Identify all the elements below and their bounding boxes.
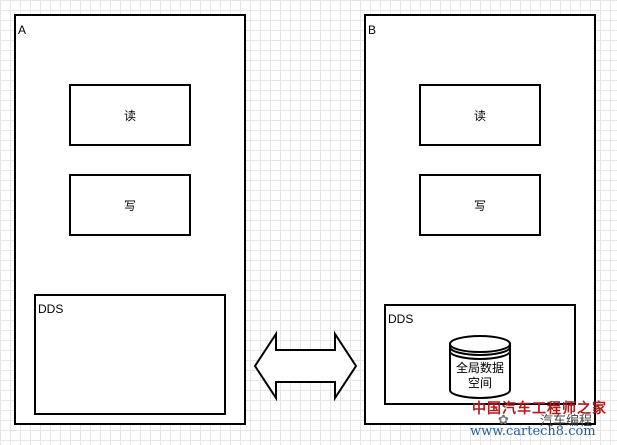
watermark-url: www.cartech8.com xyxy=(470,424,596,439)
watermark-org: 中国汽车工程师之家 xyxy=(472,401,607,417)
node-a-read-box: 读 xyxy=(69,84,191,146)
node-b-write-box: 写 xyxy=(419,174,541,236)
node-a-label: A xyxy=(18,23,27,37)
watermark-brand-icon: ✿ xyxy=(498,412,509,427)
node-a-dds-label: DDS xyxy=(38,302,64,316)
node-b-read-label: 读 xyxy=(473,108,486,123)
node-b-dds-label: DDS xyxy=(388,312,414,326)
watermark-brand: 汽车编程 xyxy=(540,413,593,428)
node-a-read-label: 读 xyxy=(123,108,136,123)
node-b-read-box: 读 xyxy=(419,84,541,146)
node-b-write-label: 写 xyxy=(473,198,486,213)
node-b-label: B xyxy=(368,23,377,37)
database-cylinder-icon xyxy=(449,335,511,399)
bidirectional-arrow xyxy=(253,330,358,402)
database-label: 全局数据空间 xyxy=(455,361,504,390)
node-a-write-box: 写 xyxy=(69,174,191,236)
node-a-dds-box xyxy=(34,294,226,415)
node-a-write-label: 写 xyxy=(123,198,136,213)
